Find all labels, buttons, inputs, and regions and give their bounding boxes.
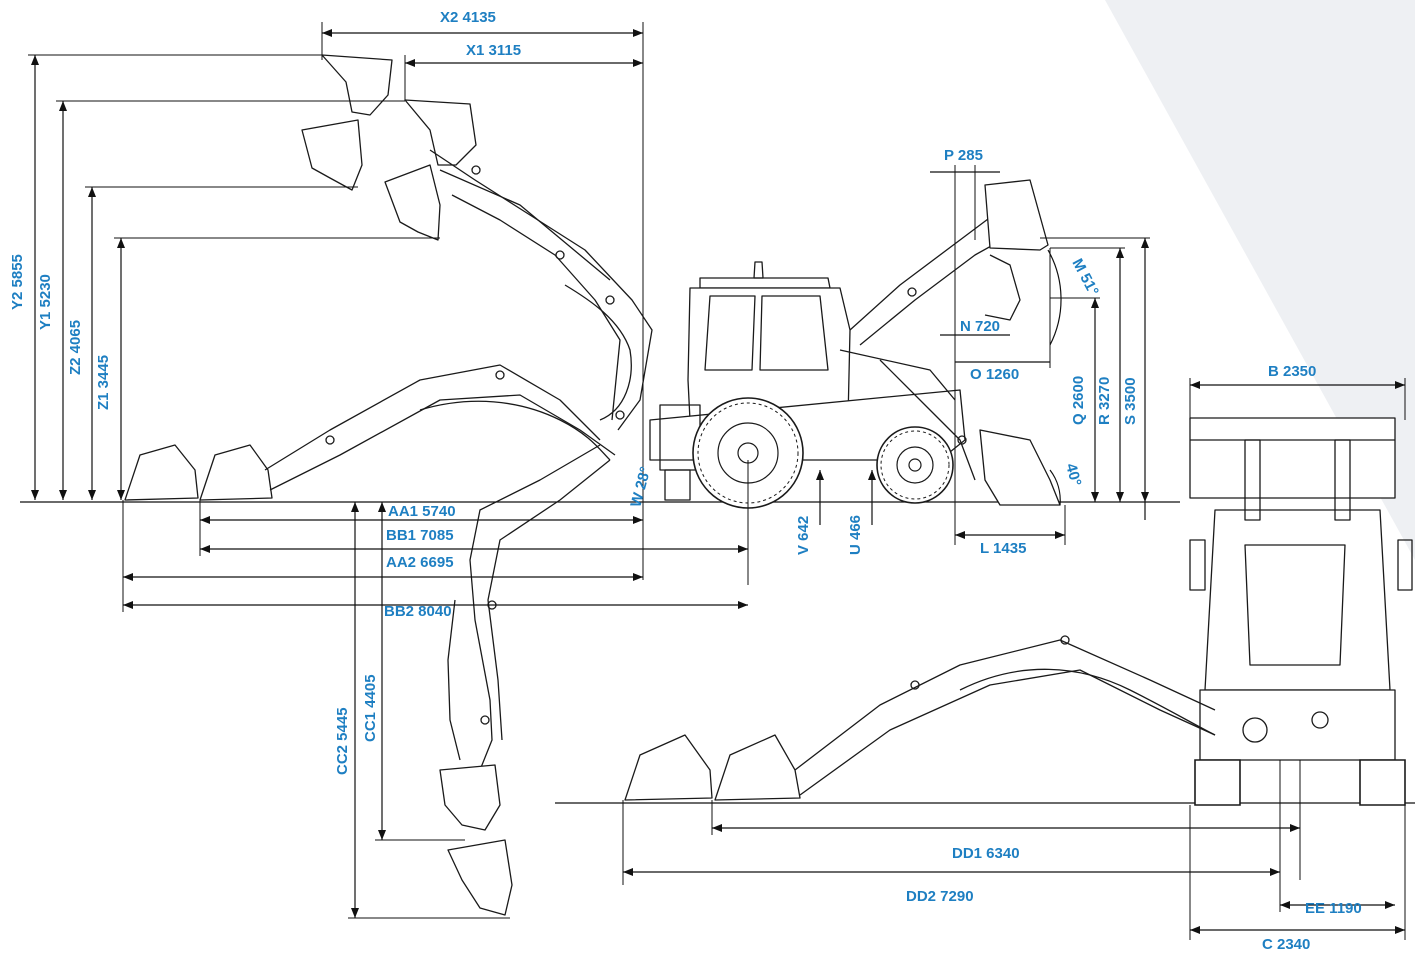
dim-label-l: L 1435	[980, 540, 1026, 557]
dim-label-ee: EE 1190	[1305, 900, 1362, 917]
dim-label-cc2: CC2 5445	[334, 707, 351, 775]
dim-label-p: P 285	[944, 147, 983, 164]
dim-label-y1: Y1 5230	[37, 274, 54, 330]
dim-label-b: B 2350	[1268, 363, 1316, 380]
dim-label-z1: Z1 3445	[95, 355, 112, 410]
dim-label-n: N 720	[960, 318, 1000, 335]
backhoe-arm-extended	[124, 364, 616, 501]
dim-label-dd1: DD1 6340	[952, 845, 1020, 862]
backhoe-arm-dig	[439, 444, 611, 916]
front-loader	[849, 179, 1061, 506]
dim-label-m: M 51°	[1068, 256, 1101, 299]
dim-label-cc1: CC1 4405	[362, 674, 379, 742]
dim-label-angle40: 40°	[1062, 462, 1084, 488]
dim-label-s: S 3500	[1122, 377, 1139, 425]
dim-label-c: C 2340	[1262, 936, 1310, 953]
rear-view-backhoe-arm	[624, 635, 1216, 801]
dim-label-y2: Y2 5855	[9, 254, 26, 310]
dim-label-x2: X2 4135	[440, 9, 496, 26]
rear-view-machine	[1189, 417, 1413, 806]
dim-label-bb1: BB1 7085	[386, 527, 454, 544]
dim-label-aa2: AA2 6695	[386, 554, 454, 571]
dim-label-z2: Z2 4065	[67, 320, 84, 375]
dim-label-r: R 3270	[1096, 377, 1113, 425]
dim-label-x1: X1 3115	[466, 42, 521, 59]
backhoe-arm-raised	[301, 54, 653, 431]
dim-label-bb2: BB2 8040	[384, 603, 452, 620]
tractor-body	[649, 261, 966, 509]
dim-label-u: U 466	[847, 515, 864, 555]
dim-label-o: O 1260	[970, 366, 1019, 383]
dim-label-dd2: DD2 7290	[906, 888, 974, 905]
dim-label-aa1: AA1 5740	[388, 503, 456, 520]
dim-label-q: Q 2600	[1070, 376, 1087, 425]
dim-label-v: V 642	[795, 516, 812, 555]
